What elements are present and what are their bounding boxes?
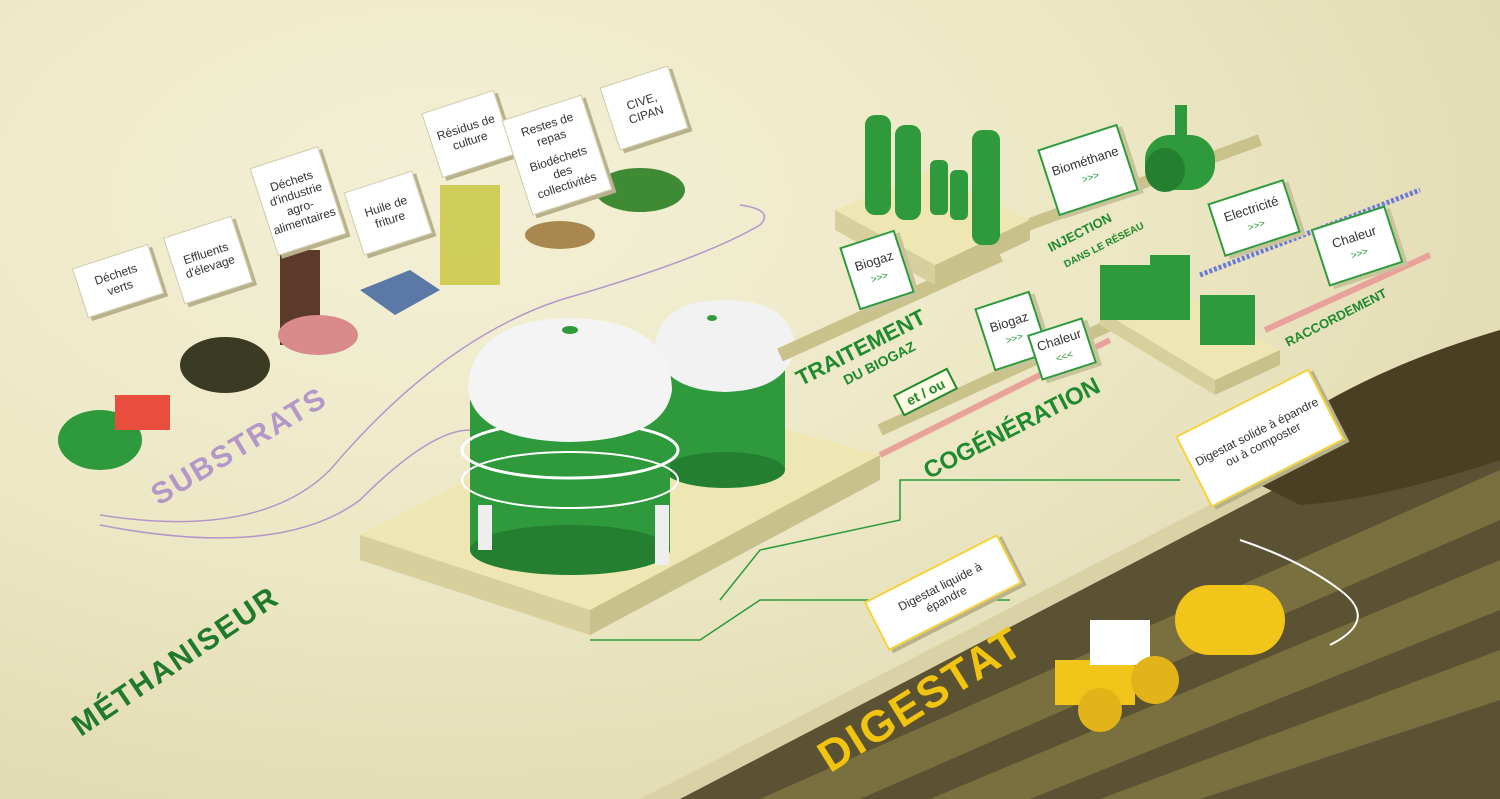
digester-back	[655, 300, 795, 488]
injection-station	[1145, 105, 1215, 192]
arrow-icon: >>>	[1004, 331, 1025, 348]
electricity-line	[1199, 187, 1421, 278]
arrow-icon: >>>	[1080, 170, 1101, 187]
digestat-line-2	[719, 479, 1180, 601]
field-stripe	[1100, 650, 1500, 799]
substrats-line-2	[99, 429, 471, 539]
label-text: Déchets d'industrie agro-alimentaires	[267, 167, 338, 238]
purification-columns	[865, 115, 1000, 245]
label-text: Chaleur	[1330, 222, 1379, 252]
label-text: Huile de friture	[362, 192, 409, 232]
label-text: Biogaz	[987, 308, 1031, 336]
arrow-icon: >>>	[869, 270, 890, 287]
substrats-line	[99, 204, 766, 523]
heat-line	[1263, 252, 1432, 333]
digester-front	[460, 318, 680, 575]
label-text: Déchets verts	[92, 260, 139, 299]
label-text: Chaleur	[1035, 325, 1084, 355]
platform-right	[590, 455, 880, 635]
arrow-icon: <<<	[1054, 349, 1075, 366]
substrate-art	[58, 168, 685, 470]
cogen-engine	[1100, 255, 1255, 345]
arrow-icon: >>>	[1349, 246, 1370, 263]
label-text: Effluents d'élevage	[181, 239, 237, 282]
label-text: CIVE, CIPAN	[624, 89, 666, 127]
label-text: Résidus de culture	[435, 111, 497, 153]
biogas-pipe	[777, 248, 1003, 362]
arrow-icon: >>>	[1246, 218, 1267, 235]
tractor-art	[1055, 539, 1359, 732]
label-text: Biogaz	[852, 247, 896, 275]
platform-left	[360, 535, 590, 635]
